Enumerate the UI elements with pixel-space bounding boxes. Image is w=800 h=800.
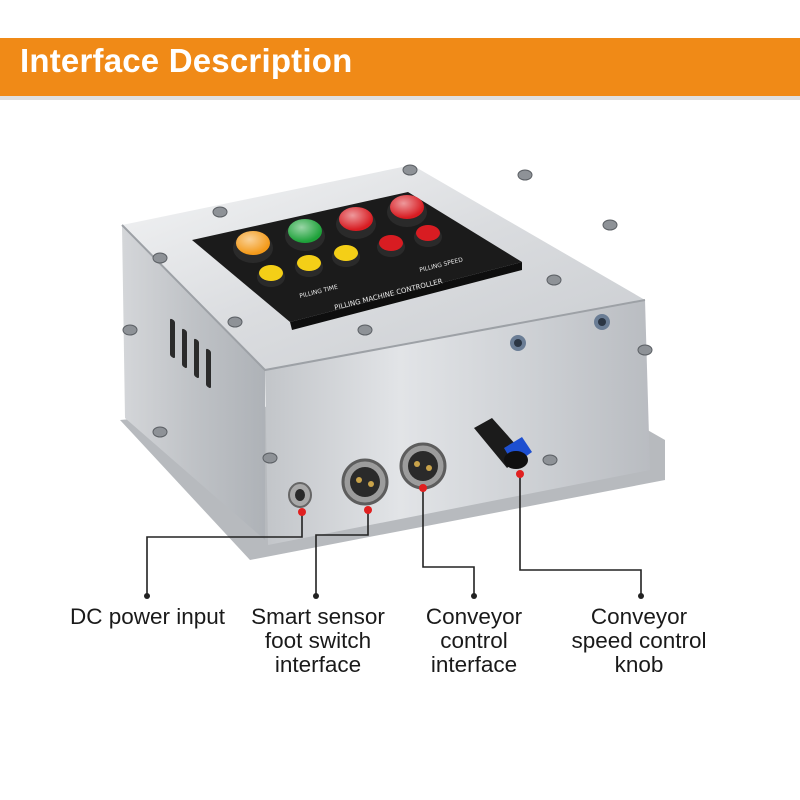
controller-box-illustration: PILLING MACHINE CONTROLLER PILLING SPEED… — [120, 164, 665, 560]
set2-button — [332, 245, 360, 267]
start-button — [233, 231, 273, 263]
box-left-side — [122, 225, 265, 540]
foot-switch-connector — [341, 458, 389, 506]
inching-button — [285, 219, 325, 251]
label-conveyor-speed-knob: Conveyor speed control knob — [571, 604, 707, 677]
screws — [122, 164, 653, 466]
down-button — [414, 225, 442, 247]
mode-button — [257, 265, 285, 287]
label-dc-power-input: DC power input — [69, 604, 226, 629]
conveyor-connector — [399, 442, 447, 490]
banner-divider — [0, 96, 800, 100]
speed-control-knob — [474, 418, 532, 469]
front-holes — [510, 314, 610, 351]
control-panel: PILLING MACHINE CONTROLLER PILLING SPEED… — [192, 192, 522, 330]
page-title: Interface Description — [20, 42, 353, 79]
up-button — [377, 235, 405, 257]
callout-markers — [298, 470, 524, 516]
power-button — [387, 195, 427, 227]
label-conveyor-control-interface: Conveyor control interface — [425, 604, 523, 677]
label-smart-sensor-foot-switch: Smart sensor foot switch interface — [251, 604, 385, 677]
dc-power-jack — [288, 482, 312, 508]
set-button — [295, 255, 323, 277]
ventilation-slots — [170, 318, 211, 389]
sensors-button — [336, 207, 376, 239]
top-margin — [0, 0, 800, 38]
header-banner: Interface Description — [0, 38, 800, 96]
